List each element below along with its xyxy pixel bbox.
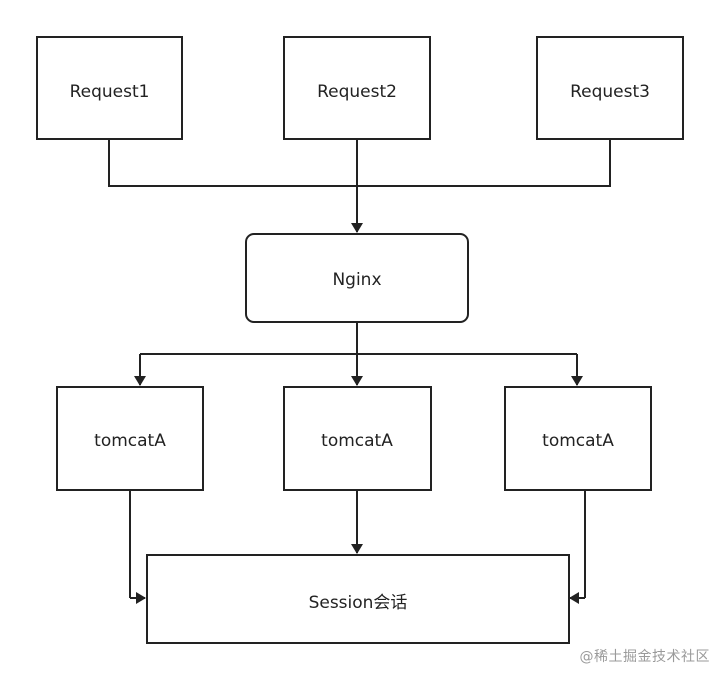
session-node: Session会话 <box>146 554 570 644</box>
tomcat3-node: tomcatA <box>504 386 652 491</box>
tomcat3-label: tomcatA <box>542 431 614 451</box>
tomcat1-label: tomcatA <box>94 431 166 451</box>
request1-node: Request1 <box>36 36 183 140</box>
request2-node: Request2 <box>283 36 431 140</box>
request1-label: Request1 <box>70 82 150 102</box>
nginx-label: Nginx <box>332 270 381 290</box>
request2-label: Request2 <box>317 82 397 102</box>
tomcat2-node: tomcatA <box>283 386 432 491</box>
session-label: Session会话 <box>309 593 408 613</box>
watermark-text: @稀土掘金技术社区 <box>579 649 710 665</box>
request3-node: Request3 <box>536 36 684 140</box>
tomcat2-label: tomcatA <box>321 431 393 451</box>
tomcat1-node: tomcatA <box>56 386 204 491</box>
nginx-node: Nginx <box>245 233 469 323</box>
request3-label: Request3 <box>570 82 650 102</box>
requests-join-connector <box>108 139 611 187</box>
